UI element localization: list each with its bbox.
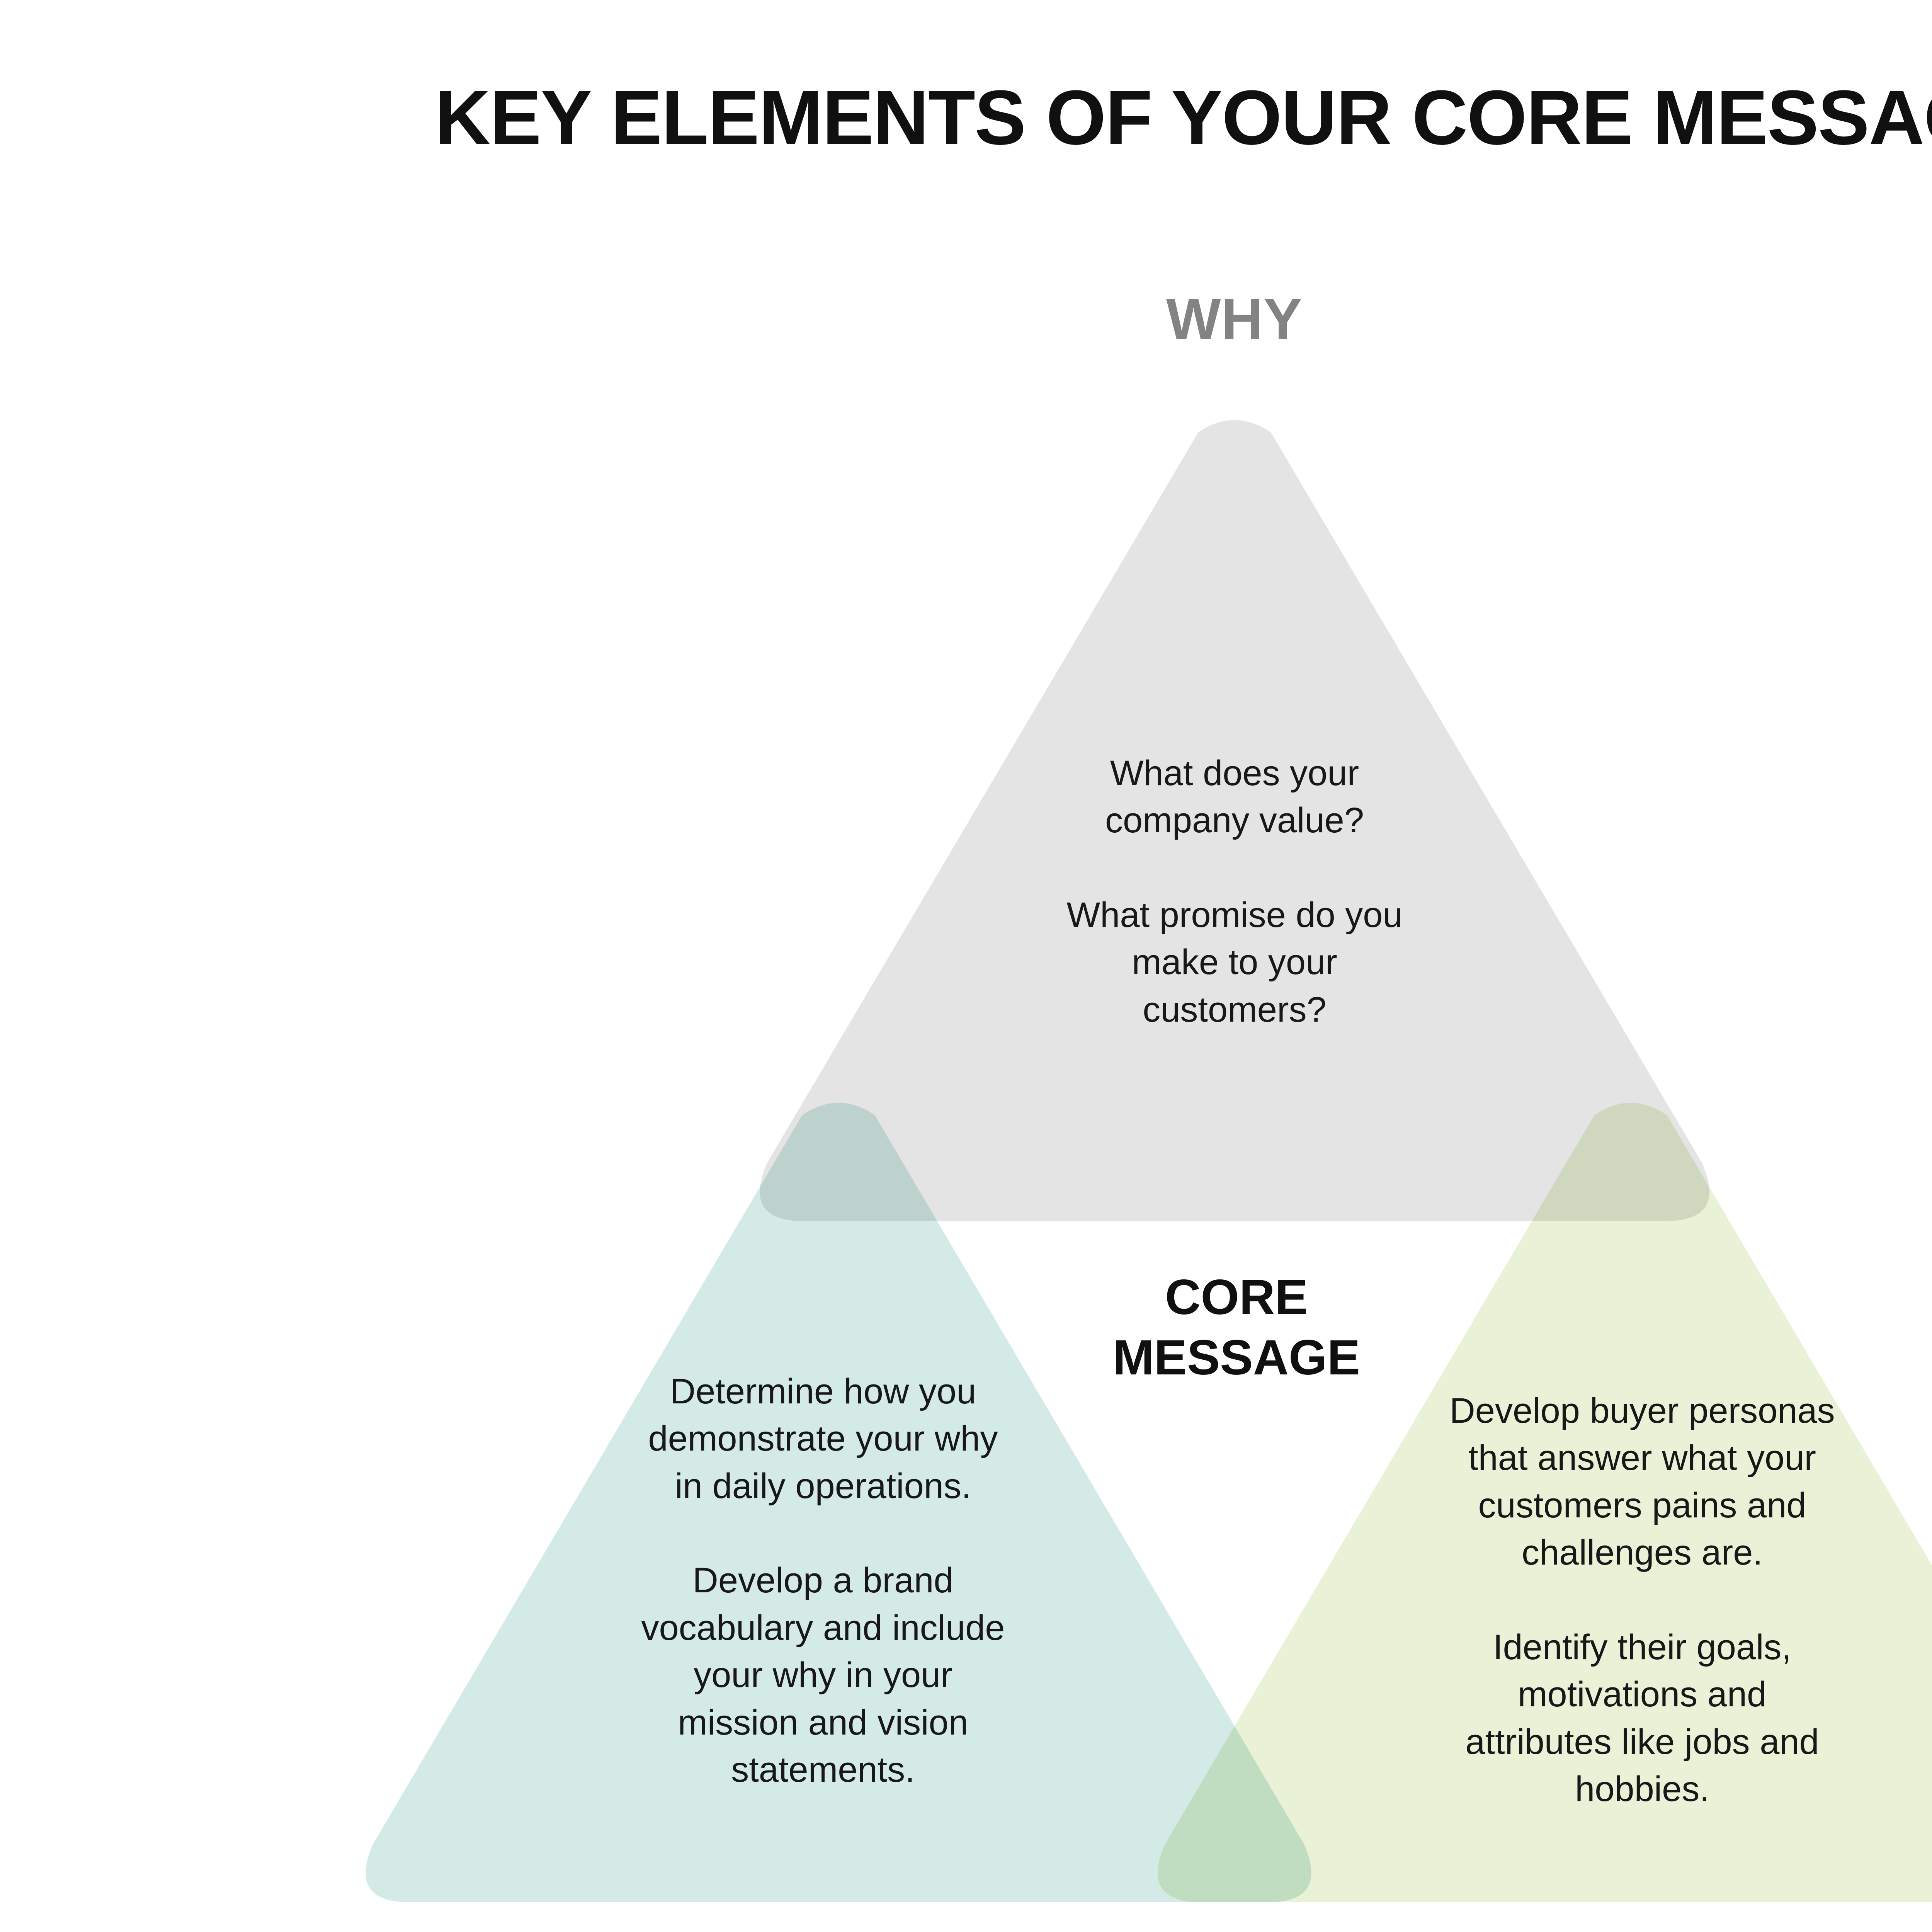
core-message-label: CORE MESSAGE [1012, 1267, 1461, 1388]
core-message-line-2: MESSAGE [1112, 1330, 1361, 1386]
page-title: KEY ELEMENTS OF YOUR CORE MESSAGE [435, 75, 1932, 161]
why-paragraph-1: What does your company value? [1105, 753, 1364, 840]
triangle-who [1158, 1103, 1932, 1902]
label-why: WHY [1166, 286, 1303, 351]
triangle-how [366, 1103, 1311, 1902]
core-message-line-1: CORE [1165, 1270, 1308, 1325]
why-paragraph-2: What promise do you make to your custome… [1066, 895, 1403, 1029]
who-paragraph-2: Identify their goals, motivations and at… [1465, 1627, 1819, 1809]
text-block-how: Determine how you demonstrate your why i… [630, 1368, 1016, 1793]
triangle-why [760, 420, 1709, 1221]
how-paragraph-2: Develop a brand vocabulary and include y… [641, 1561, 1005, 1789]
how-paragraph-1: Determine how you demonstrate your why i… [648, 1372, 998, 1506]
text-block-why: What does your company value? What promi… [1039, 750, 1430, 1033]
who-paragraph-1: Develop buyer personas that answer what … [1449, 1391, 1835, 1573]
text-block-who: Develop buyer personas that answer what … [1445, 1387, 1839, 1813]
